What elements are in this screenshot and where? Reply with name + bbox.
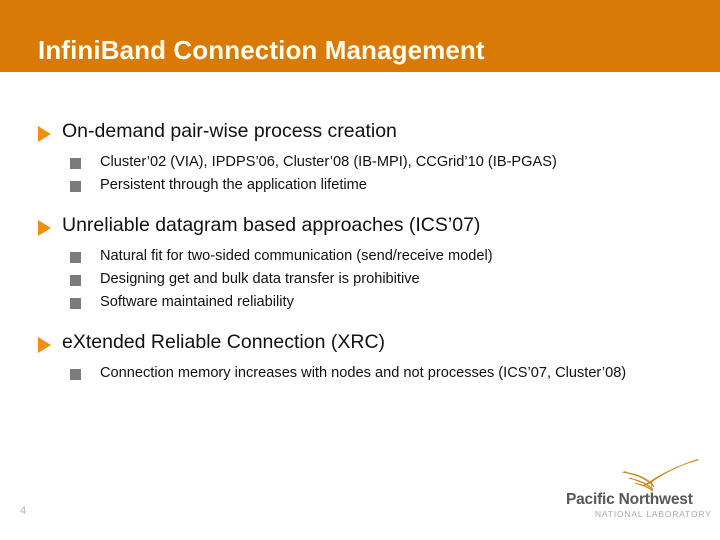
bullet-level2-label: Natural fit for two-sided communication … (100, 247, 493, 264)
bullet-level1-label: eXtended Reliable Connection (XRC) (62, 330, 386, 353)
slide-header-band (0, 0, 720, 72)
page-number: 4 (20, 505, 27, 517)
bullet-level2: Software maintained reliability (0, 294, 720, 311)
logo-subtitle: NATIONAL LABORATORY (595, 509, 712, 519)
bullet-level2: Cluster’02 (VIA), IPDPS’06, Cluster’08 (… (0, 154, 720, 171)
square-bullet-icon (70, 297, 81, 309)
bullet-level2-label: Cluster’02 (VIA), IPDPS’06, Cluster’08 (… (100, 154, 557, 170)
square-bullet-icon (70, 158, 81, 169)
logo-name: Pacific Northwest (566, 491, 693, 508)
square-bullet-icon (70, 251, 81, 263)
square-bullet-icon (70, 368, 81, 380)
spacer (0, 311, 720, 331)
spacer (0, 143, 720, 154)
bullet-level1: Unreliable datagram based approaches (IC… (0, 214, 720, 237)
page-title: InfiniBand Connection Management (38, 35, 485, 65)
bullet-level1-label: Unreliable datagram based approaches (IC… (62, 213, 481, 236)
triangle-bullet-icon (38, 219, 51, 236)
bullet-level1: eXtended Reliable Connection (XRC) (0, 331, 720, 354)
square-bullet-icon (70, 180, 81, 192)
bullet-level2: Persistent through the application lifet… (0, 177, 720, 194)
bullet-level2-label: Connection memory increases with nodes a… (100, 364, 627, 381)
bullet-level2-label: Designing get and bulk data transfer is … (100, 270, 420, 287)
square-bullet-icon (70, 274, 81, 286)
triangle-bullet-icon (38, 126, 51, 142)
spacer (0, 237, 720, 248)
bullet-group: eXtended Reliable Connection (XRC) Conne… (0, 331, 720, 382)
bullet-level2: Designing get and bulk data transfer is … (0, 271, 720, 288)
bullet-level2: Natural fit for two-sided communication … (0, 248, 720, 265)
slide-body: On-demand pair-wise process creation Clu… (0, 120, 720, 382)
bullet-level2-label: Software maintained reliability (100, 293, 294, 310)
pnnl-logo: Pacific Northwest NATIONAL LABORATORY (566, 458, 711, 520)
bullet-level2-label: Persistent through the application lifet… (100, 176, 367, 193)
spacer (0, 354, 720, 365)
bullet-group: Unreliable datagram based approaches (IC… (0, 214, 720, 311)
bullet-group: On-demand pair-wise process creation Clu… (0, 120, 720, 194)
pnnl-swoosh-icon (622, 459, 699, 492)
bullet-level1: On-demand pair-wise process creation (0, 120, 720, 143)
triangle-bullet-icon (38, 336, 51, 353)
bullet-level1-label: On-demand pair-wise process creation (62, 120, 397, 142)
bullet-level2: Connection memory increases with nodes a… (0, 365, 720, 382)
spacer (0, 194, 720, 214)
